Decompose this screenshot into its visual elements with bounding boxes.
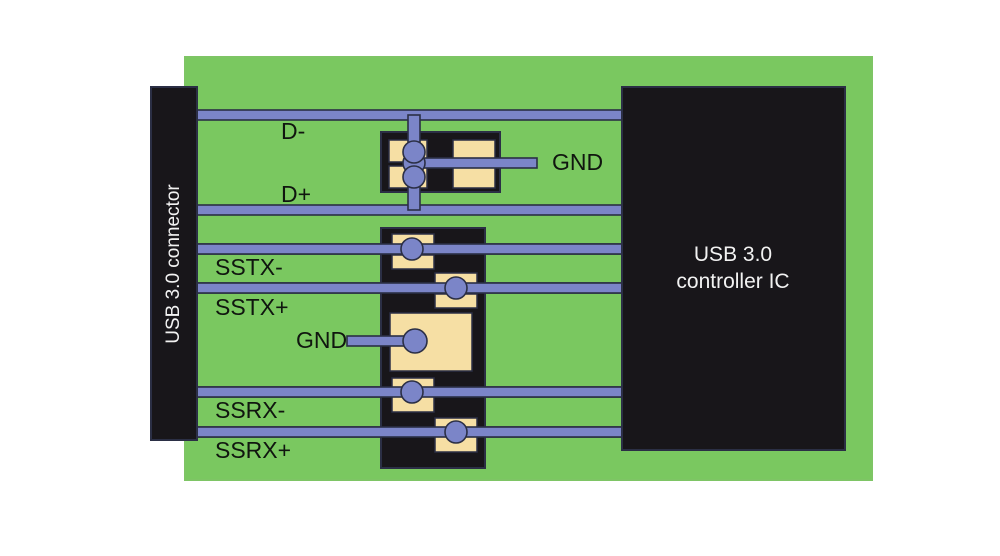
- trace-overlay-SSRX-: [150, 386, 629, 398]
- trace-D-: [150, 109, 629, 121]
- via-sstx-plus: [444, 276, 468, 300]
- controller-label-line2: controller IC: [676, 270, 789, 293]
- trace-label-SSTX-: SSTX-: [215, 254, 283, 280]
- connector-body: [150, 86, 198, 441]
- via-sstx-minus: [400, 237, 424, 261]
- via-ssrx-minus: [400, 380, 424, 404]
- gnd-top-label: GND: [552, 149, 603, 175]
- trace-overlay-SSTX-: [150, 243, 629, 255]
- via-d-plus: [402, 165, 426, 189]
- usb-controller-ic: USB 3.0 controller IC: [621, 86, 846, 451]
- trace-overlay-SSTX+: [150, 282, 629, 294]
- trace-D+: [150, 204, 629, 216]
- gnd-label-group: GND GND: [296, 149, 603, 353]
- controller-body: [621, 86, 846, 451]
- trace-label-SSRX-: SSRX-: [215, 397, 285, 423]
- usb-connector: USB 3.0 connector: [150, 86, 198, 441]
- controller-label-line1: USB 3.0: [694, 243, 772, 266]
- trace-label-D-: D-: [281, 118, 305, 144]
- trace-label-group: D- D+ SSTX- SSTX+ SSRX- SSRX+: [215, 118, 311, 463]
- via-ssrx-plus: [444, 420, 468, 444]
- gnd-bottom-callout: [346, 328, 428, 354]
- gnd-bottom-label: GND: [296, 327, 347, 353]
- gnd-top-lead: [411, 157, 538, 169]
- via-d-minus: [402, 140, 426, 164]
- trace-label-SSRX+: SSRX+: [215, 437, 291, 463]
- connector-label: USB 3.0 connector: [163, 184, 184, 344]
- trace-label-D+: D+: [281, 181, 311, 207]
- trace-overlay-SSRX+: [150, 426, 629, 438]
- trace-label-SSTX+: SSTX+: [215, 294, 289, 320]
- via-gnd-esd: [402, 328, 428, 354]
